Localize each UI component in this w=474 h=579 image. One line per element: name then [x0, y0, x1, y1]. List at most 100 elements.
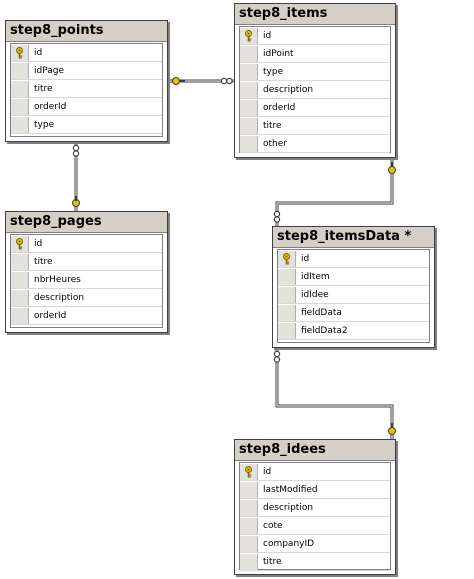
row-selector[interactable]: [240, 481, 258, 498]
column-name: description: [263, 502, 314, 513]
column-row[interactable]: other: [240, 135, 390, 153]
column-row[interactable]: cote: [240, 517, 390, 535]
row-selector[interactable]: [240, 135, 258, 152]
row-selector[interactable]: [11, 307, 29, 324]
row-selector[interactable]: [240, 81, 258, 98]
column-row[interactable]: id: [278, 250, 429, 268]
column-row[interactable]: orderId: [11, 307, 162, 325]
column-name: fieldData: [301, 307, 342, 318]
column-name: other: [263, 138, 287, 149]
infinity-end-icon: [72, 144, 80, 157]
key-end-icon: [72, 196, 80, 207]
table-step8-itemsdata[interactable]: step8_itemsData * id idItem idIdee fieldDat…: [272, 226, 435, 348]
table-title[interactable]: step8_points: [6, 21, 167, 42]
column-row[interactable]: id: [240, 463, 390, 481]
row-selector[interactable]: [11, 271, 29, 288]
column-row[interactable]: titre: [11, 80, 162, 98]
column-name: id: [34, 238, 43, 249]
column-name: id: [301, 253, 310, 264]
row-selector[interactable]: [278, 286, 296, 303]
row-selector[interactable]: [11, 80, 29, 97]
row-selector[interactable]: [278, 268, 296, 285]
primary-key-icon[interactable]: [240, 27, 258, 44]
relationship-pages-points[interactable]: [72, 143, 80, 212]
relationship-itemsdata-idees[interactable]: [273, 349, 396, 440]
column-row[interactable]: idIdee: [278, 286, 429, 304]
column-row[interactable]: id: [240, 27, 390, 45]
row-selector[interactable]: [11, 116, 29, 133]
row-selector[interactable]: [278, 322, 296, 339]
infinity-end-icon: [220, 77, 233, 85]
column-row[interactable]: id: [11, 44, 162, 62]
column-row[interactable]: nbrHeures: [11, 271, 162, 289]
key-end-icon: [388, 162, 396, 174]
column-name: type: [34, 119, 55, 130]
table-title[interactable]: step8_idees: [235, 440, 395, 461]
column-name: companyID: [263, 538, 315, 549]
column-name: cote: [263, 520, 283, 531]
column-list: id lastModified description cote companyID ti…: [239, 462, 391, 571]
column-name: id: [34, 47, 43, 58]
row-selector[interactable]: [240, 63, 258, 80]
column-name: type: [263, 66, 284, 77]
column-name: idIdee: [301, 289, 329, 300]
primary-key-icon[interactable]: [278, 250, 296, 267]
row-selector[interactable]: [11, 98, 29, 115]
row-selector[interactable]: [240, 99, 258, 116]
primary-key-icon[interactable]: [11, 235, 29, 252]
column-row[interactable]: idPage: [11, 62, 162, 80]
column-name: idPoint: [263, 48, 294, 59]
column-row[interactable]: companyID: [240, 535, 390, 553]
column-name: titre: [263, 556, 282, 567]
column-row[interactable]: fieldData: [278, 304, 429, 322]
column-name: orderId: [34, 101, 67, 112]
key-end-icon: [388, 423, 396, 435]
relationship-items-itemsdata[interactable]: [273, 158, 396, 228]
row-selector[interactable]: [240, 499, 258, 516]
column-row[interactable]: type: [240, 63, 390, 81]
column-row[interactable]: fieldData2: [278, 322, 429, 340]
column-row[interactable]: type: [11, 116, 162, 134]
column-row[interactable]: titre: [11, 253, 162, 271]
column-row[interactable]: orderId: [240, 99, 390, 117]
column-row[interactable]: idPoint: [240, 45, 390, 63]
column-name: lastModified: [263, 484, 318, 495]
column-name: id: [263, 466, 272, 477]
row-selector[interactable]: [278, 304, 296, 321]
row-selector[interactable]: [11, 289, 29, 306]
table-step8-items[interactable]: step8_items id idPoint type description orde…: [234, 3, 396, 158]
column-row[interactable]: description: [240, 499, 390, 517]
column-name: nbrHeures: [34, 274, 81, 285]
table-title[interactable]: step8_pages: [6, 212, 167, 233]
row-selector[interactable]: [240, 553, 258, 570]
column-row[interactable]: idItem: [278, 268, 429, 286]
row-selector[interactable]: [240, 117, 258, 134]
primary-key-icon[interactable]: [11, 44, 29, 61]
column-name: idItem: [301, 271, 330, 282]
table-step8-idees[interactable]: step8_idees id lastModified description cot…: [234, 439, 396, 575]
relationship-points-items[interactable]: [168, 77, 234, 85]
table-title[interactable]: step8_itemsData *: [273, 227, 434, 248]
column-row[interactable]: orderId: [11, 98, 162, 116]
row-selector[interactable]: [11, 62, 29, 79]
column-row[interactable]: description: [240, 81, 390, 99]
column-row[interactable]: titre: [240, 553, 390, 571]
infinity-end-icon: [273, 210, 281, 223]
column-name: description: [263, 84, 314, 95]
column-list: id idItem idIdee fieldData fieldData2: [277, 249, 430, 343]
row-selector[interactable]: [11, 253, 29, 270]
row-selector[interactable]: [240, 517, 258, 534]
column-name: id: [263, 30, 272, 41]
column-row[interactable]: description: [11, 289, 162, 307]
row-selector[interactable]: [240, 535, 258, 552]
primary-key-icon[interactable]: [240, 463, 258, 480]
column-row[interactable]: lastModified: [240, 481, 390, 499]
table-title[interactable]: step8_items: [235, 4, 395, 25]
row-selector[interactable]: [240, 45, 258, 62]
column-row[interactable]: id: [11, 235, 162, 253]
column-row[interactable]: titre: [240, 117, 390, 135]
